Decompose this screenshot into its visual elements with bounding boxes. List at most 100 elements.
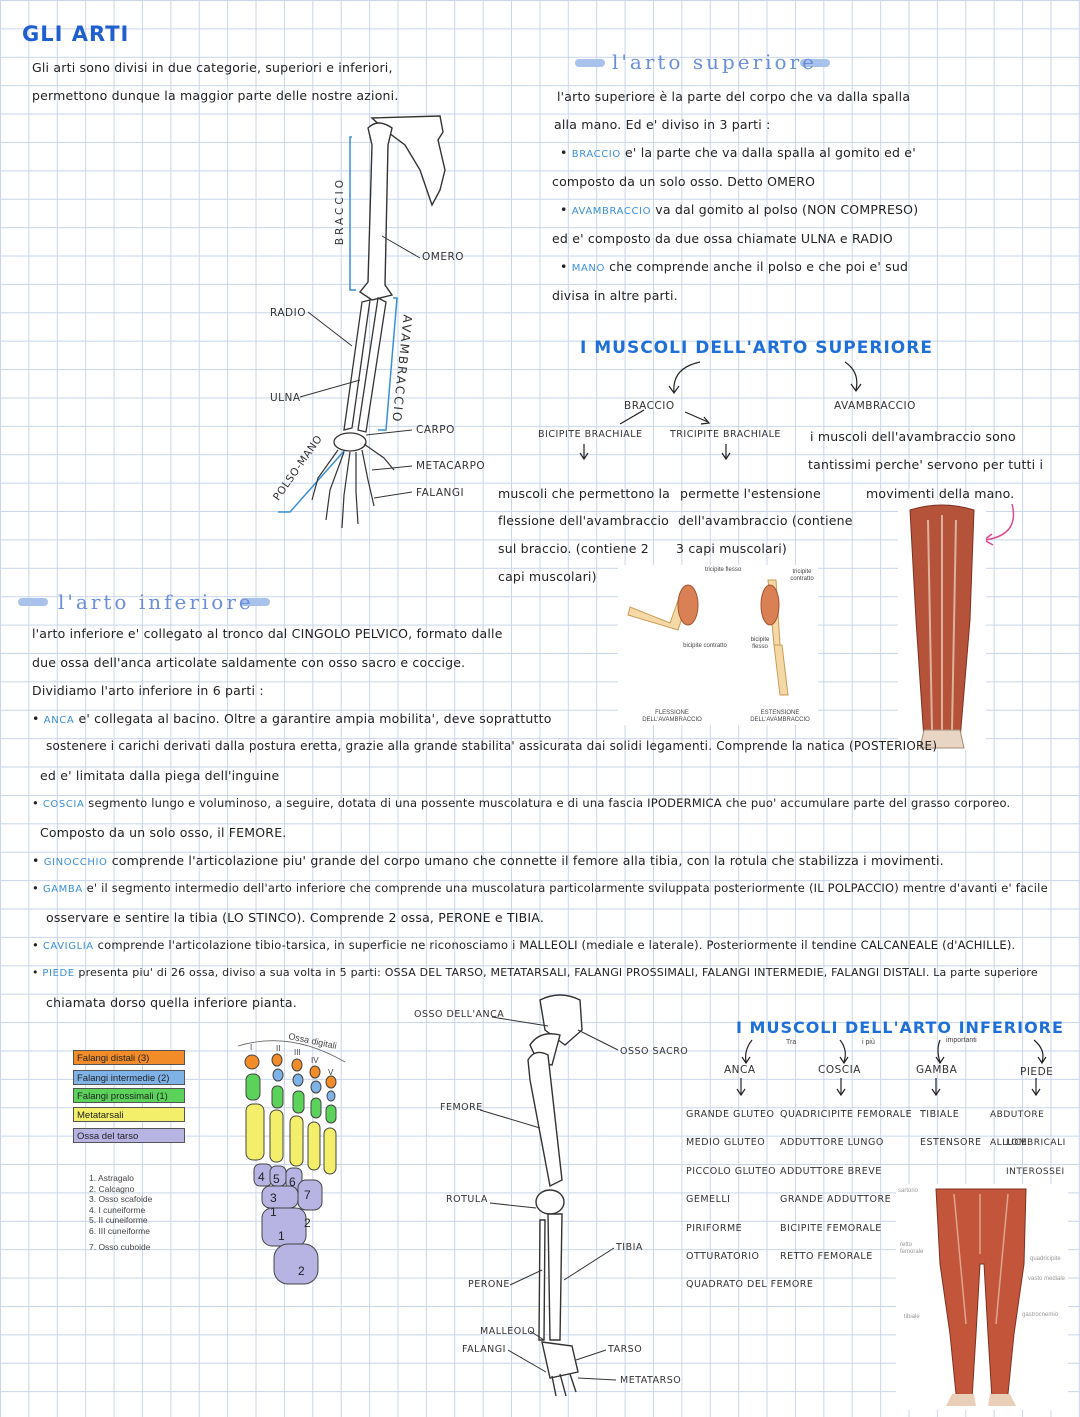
tarsal-5: 5. II cuneiforme [89,1215,148,1225]
upper-mano-line2: divisa in altre parti. [552,288,678,303]
tricipite-desc-3: 3 capi muscolari) [676,541,787,556]
lower-col-anca-head: ANCA [724,1064,756,1076]
upper-line-1: l'arto superiore è la parte del corpo ch… [557,89,911,104]
term-avambraccio: AVAMBRACCIO [571,206,652,217]
term-caviglia: CAVIGLIA [42,941,94,952]
piede-desc: presenta piu' di 26 ossa, diviso a sua v… [78,966,1038,979]
label-perone: PERONE [468,1279,510,1290]
label-tarso: TARSO [608,1344,643,1355]
term-gamba: GAMBA [42,884,83,895]
legend-ossa-tarso: Ossa del tarso [73,1128,185,1143]
digit-ii: II [276,1044,281,1053]
label-tibia: TIBIA [616,1242,643,1253]
leg-muscles-image: sartorio retto femorale quadricipite vas… [896,1184,1068,1410]
svg-text:3: 3 [270,1191,277,1205]
label-metacarpo: METACARPO [416,460,486,472]
lower-muscles-heading: I MUSCOLI DELL'ARTO INFERIORE [736,1018,1064,1037]
avambraccio-desc: va dal gomito al polso (NON COMPRESO) [655,202,919,217]
ginocchio-desc: comprende l'articolazione piu' grande de… [111,853,944,868]
svg-text:2: 2 [298,1264,305,1278]
flexion-extension-figure: tricipite flesso tricipite contratto bic… [618,565,818,725]
leg-fig-quadricipite: quadricipite [1030,1256,1061,1262]
heading-pill-right [800,59,830,67]
lower-item-coscia: • COSCIA segmento lungo e voluminoso, a … [32,796,1011,810]
upper-muscles-heading: I MUSCOLI DELL'ARTO SUPERIORE [580,338,933,358]
label-ulna: ULNA [270,392,301,404]
term-anca: ANCA [43,715,75,726]
tricipite-desc-1: permette l'estensione [680,486,821,501]
upper-braccio-line2: composto da un solo osso. Detto OMERO [552,174,816,189]
upper-line-2: alla mano. Ed e' diviso in 3 parti : [554,117,771,132]
muscle-otturatorio: OTTURATORIO [686,1250,760,1262]
tricipite-desc-2: dell'avambraccio (contiene [678,513,853,528]
bicipite-desc-2: flessione dell'avambraccio [498,513,669,528]
anca-muscles-list: GRANDE GLUTEO MEDIO GLUTEO PICCOLO GLUTE… [686,1101,813,1300]
muscle-piccolo-gluteo: PICCOLO GLUTEO [686,1165,777,1177]
upper-heading: l'arto superiore [612,50,817,74]
upper-bullet-avambraccio: • AVAMBRACCIO va dal gomito al polso (NO… [560,202,919,217]
lower-line-1: l'arto inferiore e' collegato al tronco … [32,626,503,641]
lower-col-coscia-head: COSCIA [818,1064,861,1076]
bicipite-label: BICIPITE BRACHIALE [538,429,643,440]
svg-text:1: 1 [270,1205,277,1219]
term-coscia: COSCIA [42,799,85,810]
upper-avambraccio-line2: ed e' composto da due ossa chiamate ULNA… [552,231,893,246]
arm-muscle-drawings [627,579,789,696]
label-carpo: CARPO [416,424,455,436]
muscle-grande-gluteo: GRANDE GLUTEO [686,1109,775,1120]
lower-col-piede-head: PIEDE [1020,1066,1054,1078]
legend-falangi-intermedie: Falangi intermedie (2) [73,1070,185,1085]
caviglia-desc: comprende l'articolazione tibio-tarsica,… [97,938,1016,952]
forearm-muscles-drawing [909,504,975,749]
anca-desc: e' collegata al bacino. Oltre a garantir… [78,711,552,726]
page-title: GLI ARTI [22,22,130,46]
coscia-muscles-list: QUADRICIPITE FEMORALE ADDUTTORE LUNGO AD… [780,1101,912,1271]
forearm-muscles-image [898,500,986,750]
gamba-more-1: osservare e sentire la tibia (LO STINCO)… [46,910,545,925]
upper-bullet-braccio: • BRACCIO e' la parte che va dalla spall… [560,145,916,160]
tarsal-list: 1. Astragalo 2. Calcagno 3. Osso scafoid… [89,1173,152,1253]
fig-bicipite-contratto: bicipite contratto [683,643,727,649]
braccio-desc: e' la parte che va dalla spalla al gomit… [625,145,916,160]
tarsal-1: 1. Astragalo [89,1173,134,1183]
bicipite-desc-1: muscoli che permettono la [498,486,671,501]
digit-iv: IV [311,1056,319,1065]
tarsal-2: 2. Calcagno [89,1183,135,1194]
lower-line-2: due ossa dell'anca articolate saldamente… [32,655,466,670]
piede-more-1: chiamata dorso quella inferiore pianta. [46,995,297,1010]
avambraccio-desc-2: tantissimi perche' servono per tutti i [808,457,1044,472]
digit-iii: III [294,1048,301,1057]
upper-bullet-mano: • MANO che comprende anche il polso e ch… [560,259,909,274]
tarsal-6: 6. III cuneiforme [89,1225,150,1236]
legend-falangi-prossimali: Falangi prossimali (1) [73,1088,185,1103]
muscle-lombricali: LOMBRICALI [1006,1138,1066,1149]
muscle-tibiale: TIBIALE [920,1109,960,1120]
fig-tricipite-flesso: tricipite flesso [704,567,742,573]
muscle-interossei: INTEROSSEI [1006,1166,1065,1177]
tarsal-4: 4. I cuneiforme [89,1204,146,1215]
leg-fig-tibiale: tibiale [904,1314,920,1320]
muscle-estensore: ESTENSORE [920,1137,982,1149]
label-femore: FEMORE [440,1102,483,1113]
lower-note-1: Tra [786,1039,797,1046]
fig-bicipite-flesso: bicipite flesso [750,637,770,650]
muscle-quadrato-femore: QUADRATO DEL FEMORE [686,1279,814,1291]
intro-line-2: permettono dunque la maggior parte delle… [32,88,399,103]
lower-item-piede: • PIEDE presenta piu' di 26 ossa, diviso… [32,966,1038,979]
muscle-bicipite-femorale: BICIPITE FEMORALE [780,1222,882,1234]
label-omero: OMERO [422,251,465,263]
lower-pill-left [18,598,48,606]
coscia-desc: segmento lungo e voluminoso, a seguire, … [88,796,1011,810]
lower-note-2: i più [862,1039,875,1046]
lower-item-caviglia: • CAVIGLIA comprende l'articolazione tib… [32,938,1016,952]
term-piede: PIEDE [42,968,75,979]
leg-fig-gastrocnemio: gastrocnemio [1022,1312,1059,1318]
digit-v: V [328,1068,334,1077]
muscle-piriforme: PIRIFORME [686,1222,743,1234]
intro-line-1: Gli arti sono divisi in due categorie, s… [32,60,393,75]
muscle-adduttore-lungo: ADDUTTORE LUNGO [780,1137,884,1149]
fig-estensione: ESTENSIONE DELL'AVAMBRACCIO [750,710,810,723]
